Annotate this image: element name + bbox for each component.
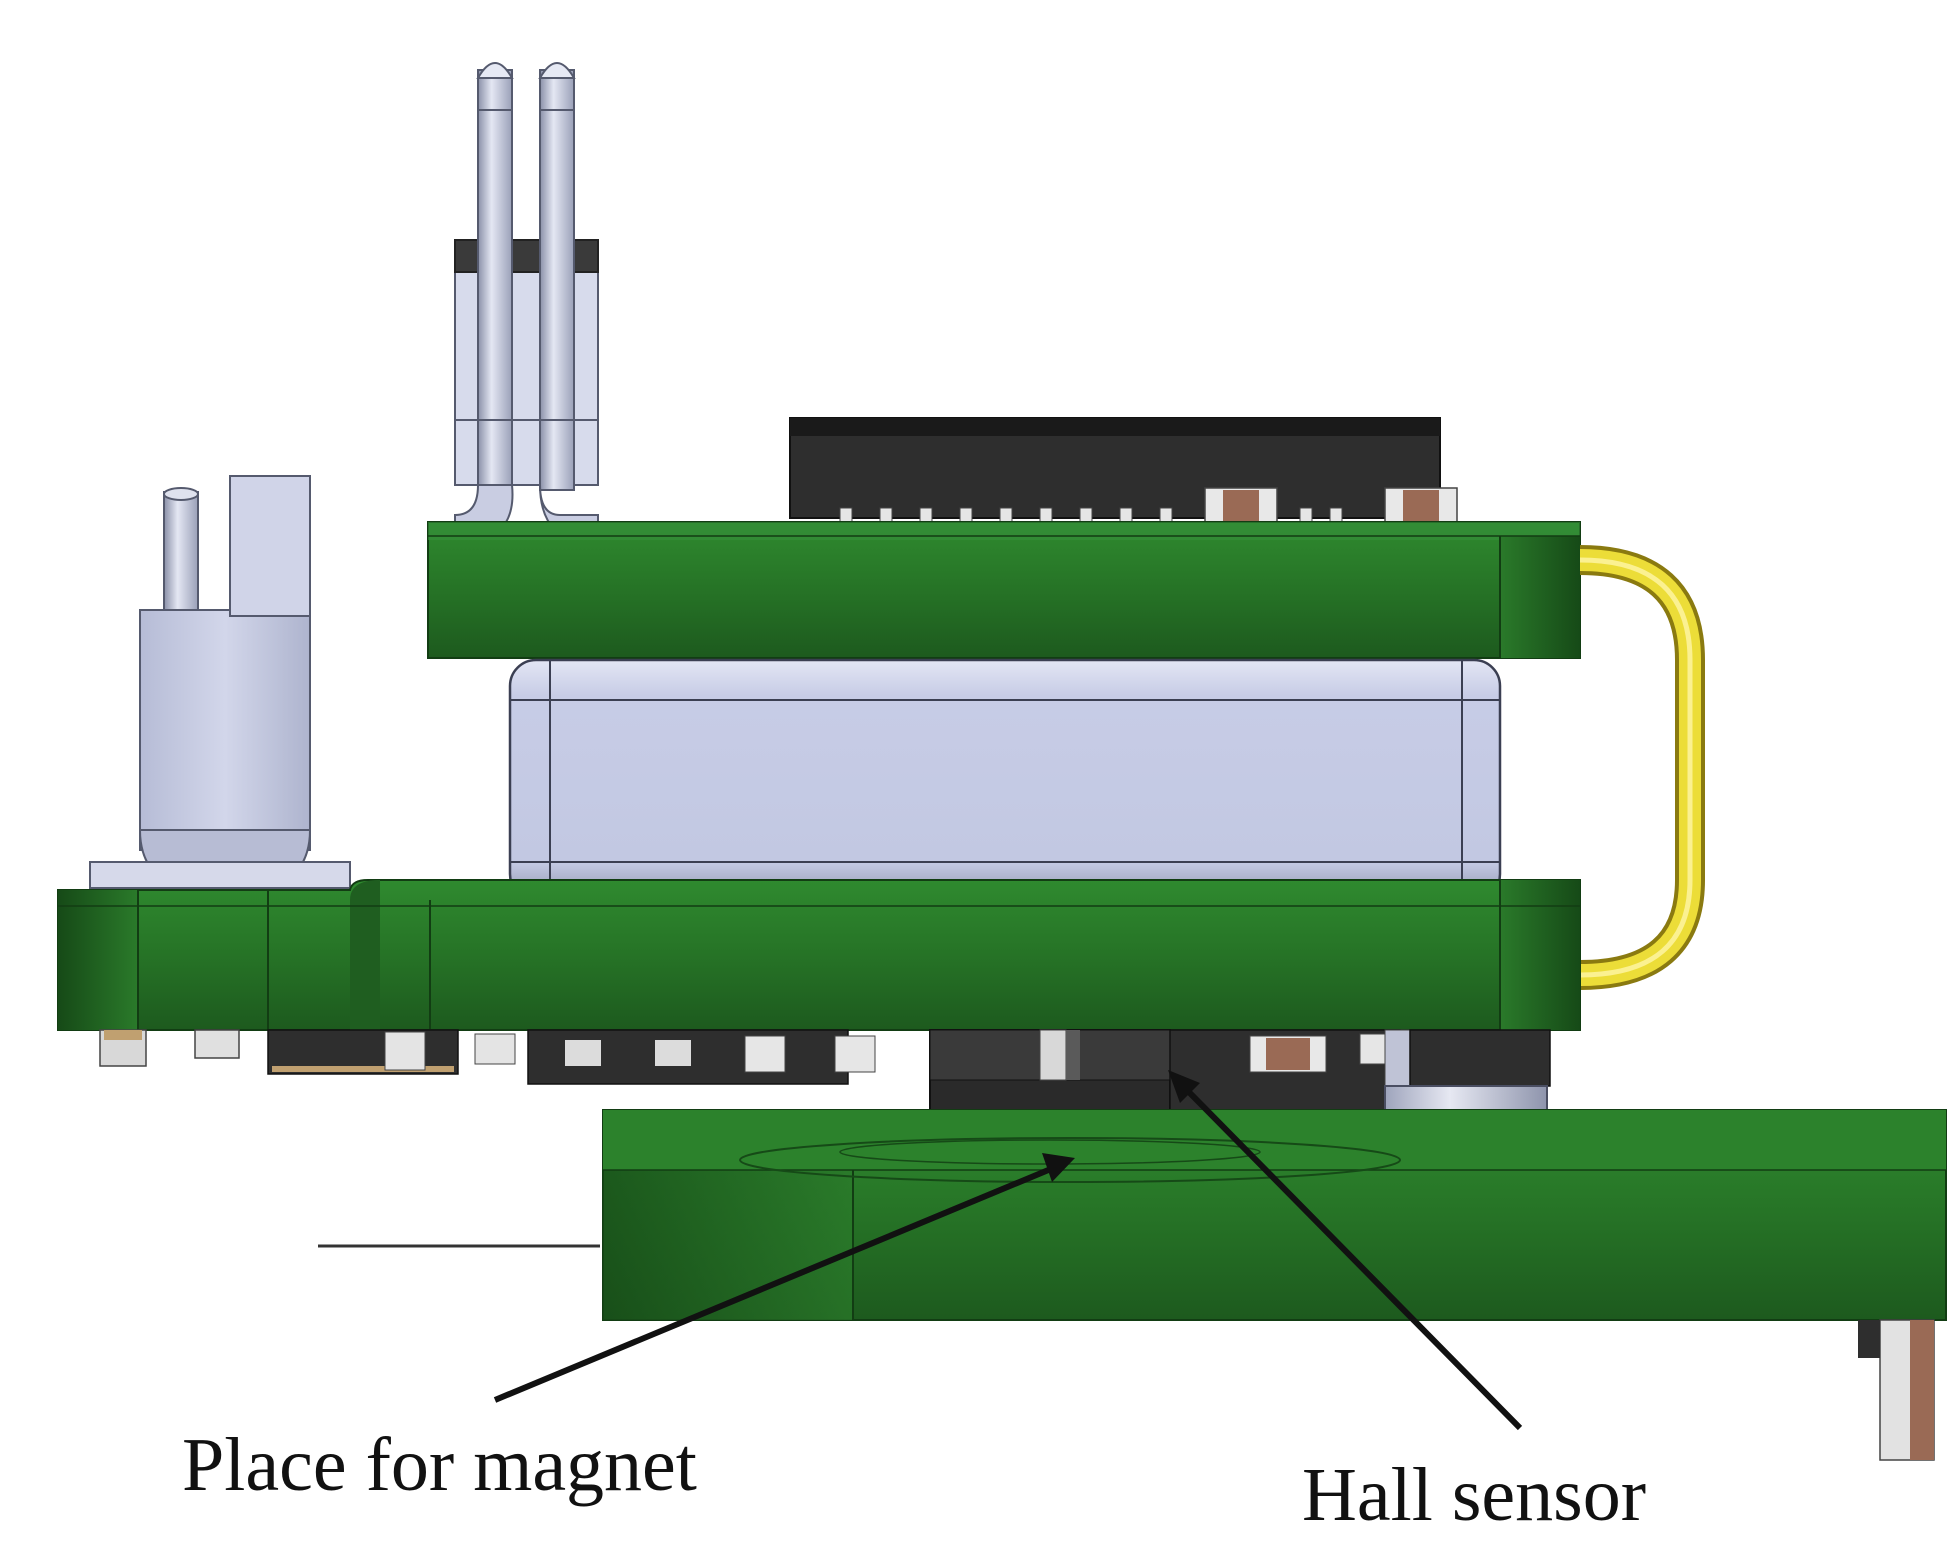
callout-arrows [493, 1070, 1523, 1431]
underside-components-right [1169, 1029, 1551, 1113]
battery-block [508, 658, 1502, 902]
magnet-arrowhead [1042, 1153, 1075, 1182]
magnet-recess [739, 1137, 1401, 1183]
side-connector [89, 475, 351, 897]
top-pcb [427, 521, 1581, 659]
chip-pads [839, 507, 1343, 525]
hall-sensor-arrowhead [1168, 1070, 1200, 1103]
flex-cable [1579, 545, 1705, 990]
top-chip [789, 417, 1458, 525]
middle-pcb [57, 879, 1581, 1031]
magnet-label: Place for magnet [182, 1423, 697, 1507]
hall-sensor-label: Hall sensor [1302, 1453, 1646, 1537]
smd-resistors-top [1204, 487, 1458, 525]
pin-header [454, 62, 599, 531]
bottom-pcb [318, 1109, 1947, 1461]
hall-sensor-arrow [1179, 1082, 1523, 1431]
magnet-arrow [493, 1163, 1060, 1403]
underside-components [99, 1029, 876, 1085]
